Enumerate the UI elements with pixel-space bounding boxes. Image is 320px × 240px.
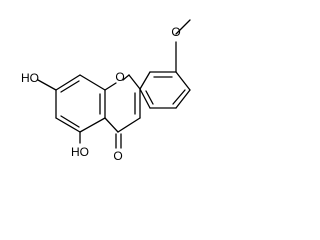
hydroxyl-bonds — [37, 79, 81, 144]
hydroxyl-7-label: HO — [21, 71, 39, 85]
c-ring — [104, 74, 141, 133]
methoxy-group — [175, 19, 191, 73]
a-ring — [55, 74, 106, 133]
carbonyl-group — [115, 133, 122, 149]
carbonyl-oxygen-label: O — [113, 149, 122, 163]
ring-oxygen-label: O — [115, 70, 124, 84]
hydroxyl-5-label: HO — [71, 145, 89, 159]
methoxy-oxygen-label: O — [171, 25, 180, 39]
chemical-structure-diagram: HO HO O O O — [21, 19, 191, 163]
b-ring — [139, 71, 191, 109]
